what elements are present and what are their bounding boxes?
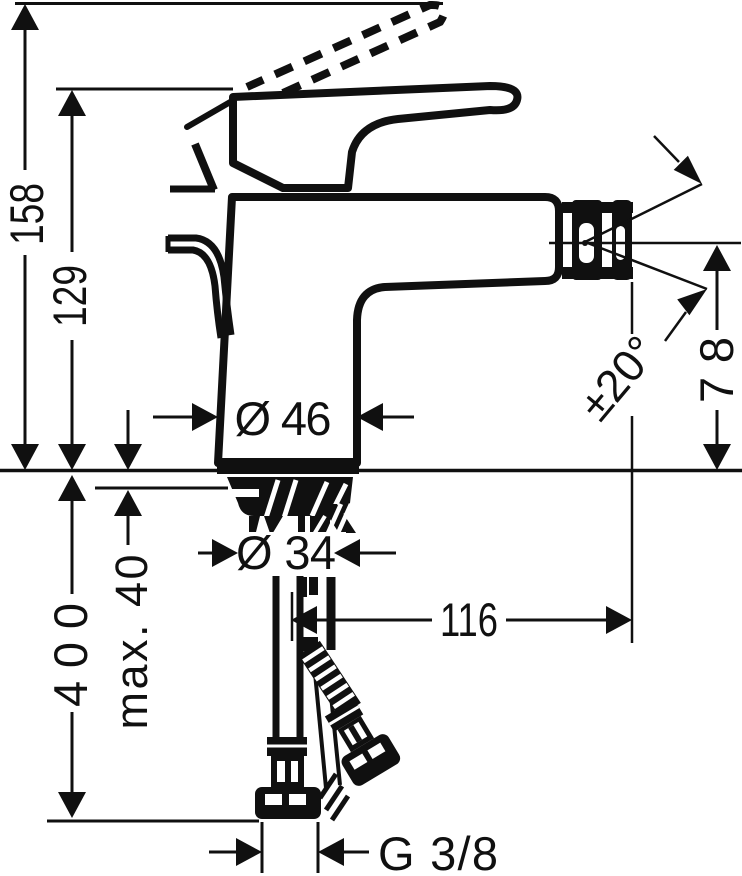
handle-lever [229, 82, 522, 192]
label-thread: G 3/8 [378, 827, 498, 876]
label-reach: 116 [440, 593, 498, 646]
label-body-diameter: Ø 46 [235, 392, 332, 445]
spray-angle [549, 135, 741, 342]
handle-back-stroke [191, 142, 218, 192]
handle-raised-position-dashed [245, 0, 449, 97]
body-outline [214, 193, 563, 467]
body-base-band [217, 458, 359, 474]
right-hose-connector [324, 698, 401, 786]
label-spray-angle: ±20° [569, 326, 668, 430]
label-max-thickness: max. 40 [106, 555, 157, 730]
faucet-handle [165, 0, 522, 339]
angle-arrow-upper [673, 155, 702, 184]
dimension-lines [23, 28, 719, 854]
handle-hook-outer [168, 234, 235, 336]
label-hose-length: 400 [44, 603, 97, 707]
label-height-total: 158 [0, 183, 53, 245]
angle-arrow-lower [677, 289, 707, 316]
right-connector-nut [341, 734, 401, 786]
label-height-to-handle: 129 [43, 265, 96, 327]
label-shank-diameter: Ø 34 [236, 526, 336, 579]
handle-back-line [184, 98, 235, 130]
aerator [562, 200, 633, 280]
dimension-arrows [11, 4, 731, 866]
undercounter-assembly [226, 477, 401, 822]
faucet-body [214, 193, 563, 474]
left-hose-connector [255, 737, 321, 819]
left-connector-nut [255, 787, 321, 819]
handle-hook-inner [168, 246, 225, 339]
label-outlet-height: 78 [690, 337, 742, 403]
